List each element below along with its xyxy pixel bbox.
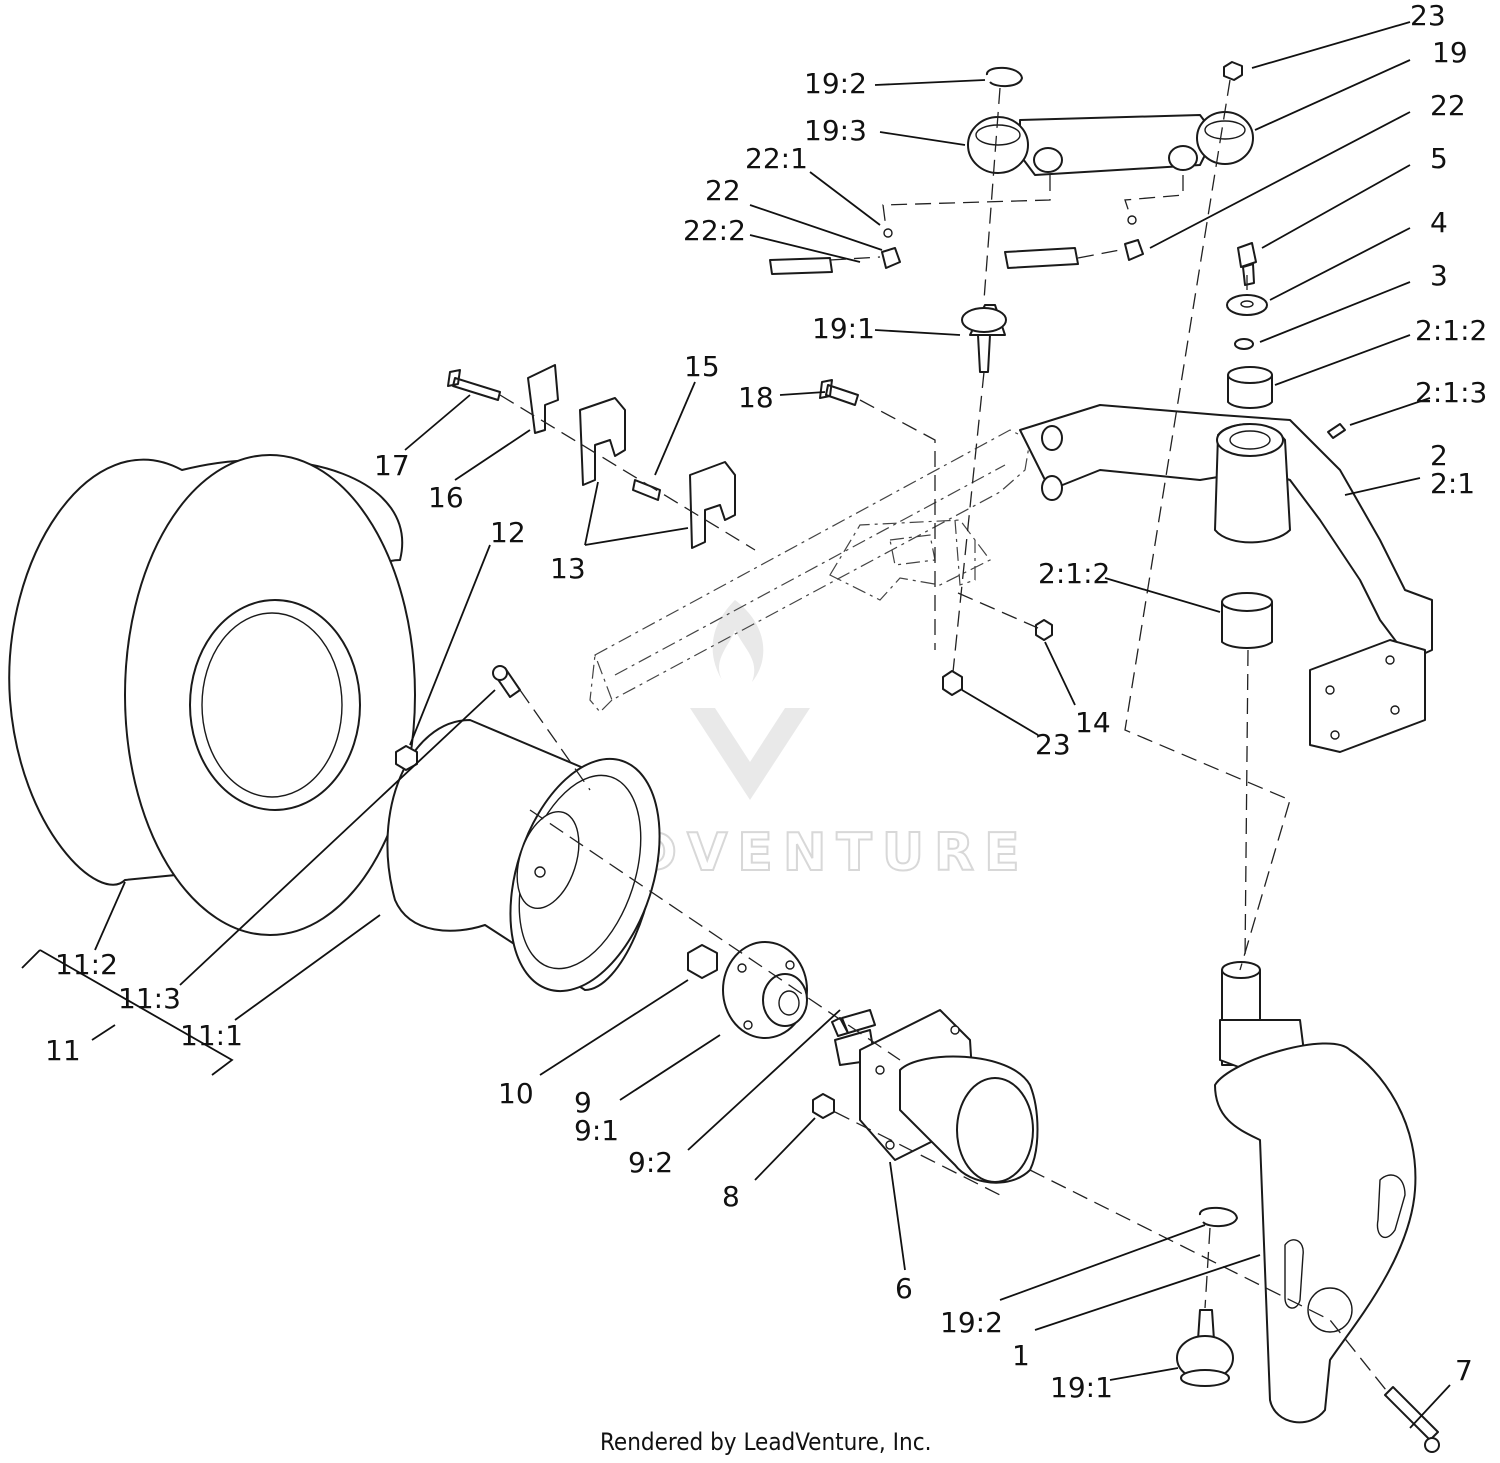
callout-label: 18 [738, 381, 774, 414]
top-nut [1223, 61, 1243, 81]
watermark-v-icon [690, 708, 810, 800]
callout-label: 15 [684, 350, 720, 383]
callout-label: 19:1 [1050, 1371, 1113, 1404]
callout-label: 19:2 [804, 67, 867, 100]
callout-label: 23 [1035, 728, 1071, 761]
callout-label: 23 [1410, 0, 1446, 32]
snap-ring-upper [986, 66, 1023, 88]
callout-label: 4 [1430, 206, 1448, 239]
frame-bolt [819, 379, 859, 406]
callout-label: 2 [1430, 439, 1448, 472]
callout-label: 1 [1012, 1339, 1030, 1372]
render-credit: Rendered by LeadVenture, Inc. [600, 1428, 931, 1456]
spacer [1234, 338, 1254, 350]
grease-fitting-left [769, 228, 901, 275]
callout-label: 19 [1432, 36, 1468, 69]
callout-label: 11:3 [118, 982, 181, 1015]
leader-lines [21, 21, 1451, 1429]
callout-label: 22:2 [683, 214, 746, 247]
frame-rail-reference [589, 429, 1031, 713]
clamp-plate [527, 364, 559, 434]
bushing-lower [1221, 592, 1273, 649]
hub-nut [687, 944, 718, 979]
callout-label: 22 [1430, 89, 1466, 122]
front-axle-yoke [1019, 404, 1433, 753]
callout-label: 2:1 [1430, 467, 1475, 500]
callout-label: 22:1 [745, 142, 808, 175]
callout-label: 19:3 [804, 114, 867, 147]
cap-bolt [1237, 242, 1257, 286]
callout-label: 22 [705, 174, 741, 207]
grease-fitting-axle [1327, 423, 1346, 439]
ball-joint-nut [942, 670, 963, 696]
valve-stem [492, 665, 521, 698]
callout-label: 12 [490, 516, 526, 549]
clamp-bolt [447, 369, 501, 401]
callout-label: 2:1:2 [1038, 557, 1110, 590]
grease-fitting-right [1004, 215, 1144, 269]
callout-label: 7 [1455, 1354, 1473, 1387]
callout-label: 9 [574, 1086, 592, 1119]
callout-labels: 23 19:2 19 19:3 22 22:1 5 22 22:2 4 3 2:… [45, 0, 1487, 1404]
callout-label: 19:1 [812, 312, 875, 345]
assembly-lines [499, 79, 1391, 1396]
callout-label: 9:1 [574, 1114, 619, 1147]
callout-label: 14 [1075, 706, 1111, 739]
fork-bolt-head [1424, 1437, 1440, 1453]
callout-label: 10 [498, 1077, 534, 1110]
callout-label: 5 [1430, 142, 1448, 175]
watermark-flame-icon [712, 600, 764, 682]
ball-joint-upper [961, 304, 1007, 373]
wheel-motor [834, 1009, 1039, 1184]
clamp-block-upper [579, 397, 626, 486]
callout-label: 2:1:2 [1415, 314, 1487, 347]
callout-label: 8 [722, 1180, 740, 1213]
callout-label: 11:1 [180, 1019, 243, 1052]
callout-label: 11:2 [55, 948, 118, 981]
tire [8, 454, 416, 936]
callout-label: 9:2 [628, 1146, 673, 1179]
hub-bolt [831, 1009, 876, 1037]
callout-label: 13 [550, 552, 586, 585]
frame-nut [1035, 619, 1053, 641]
clamp-block-lower [689, 461, 736, 549]
snap-ring-lower [1199, 1206, 1238, 1228]
bushing-upper [1227, 366, 1273, 409]
tie-rod-cylinder [967, 111, 1254, 176]
callout-label: 19:2 [940, 1306, 1003, 1339]
callout-label: 6 [895, 1272, 913, 1305]
motor-mount-nut [812, 1093, 835, 1119]
caster-fork [1214, 961, 1417, 1424]
wheel-rim [386, 719, 661, 993]
callout-label: 17 [374, 449, 410, 482]
fork-bolt [1384, 1386, 1439, 1441]
callout-label: 16 [428, 481, 464, 514]
callout-label: 11 [45, 1034, 81, 1067]
ball-joint-lower [1176, 1309, 1234, 1387]
washer-hole [1240, 300, 1254, 308]
wheel-hub [722, 941, 808, 1039]
callout-label: 2:1:3 [1415, 376, 1487, 409]
callout-label: 3 [1430, 259, 1448, 292]
